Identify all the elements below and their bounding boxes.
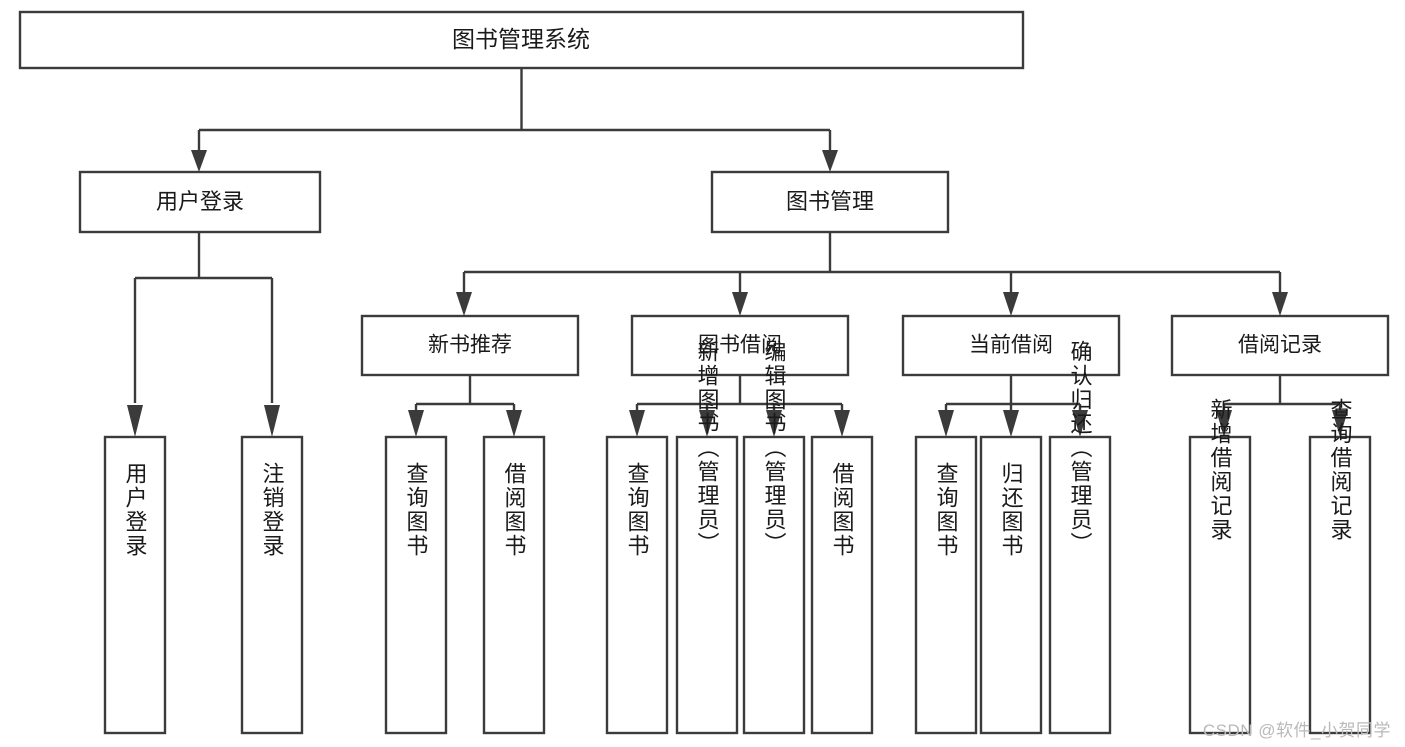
node-book-manage-box[interactable] [710, 170, 950, 234]
node-book-borrow[interactable]: 图书借阅 [630, 314, 850, 377]
leaf-borrow-record-2[interactable]: 查询借阅记录 [1308, 398, 1372, 735]
leaf-book-borrow-1-label: 查询图书 [625, 462, 650, 558]
arrow-to-book-manage [822, 150, 838, 172]
leaf-book-borrow-2-box[interactable] [675, 435, 739, 735]
leaf-book-borrow-3-label: 编辑图书（管理员） [762, 340, 787, 556]
leaf-current-borrow-1-box[interactable] [914, 435, 978, 735]
node-root[interactable]: 图书管理系统 [18, 10, 1025, 70]
node-user-login-label: 用户登录 [156, 189, 244, 214]
node-root-label: 图书管理系统 [452, 26, 590, 52]
node-new-book-recommend[interactable]: 新书推荐 [360, 314, 580, 377]
leaf-new-book-1-box[interactable] [384, 435, 448, 735]
arrow-current-borrow-leaf-1 [938, 410, 954, 437]
leaf-borrow-record-2-box[interactable] [1308, 435, 1372, 735]
arrow-book-borrow-leaf-4 [834, 410, 850, 437]
node-book-manage-label: 图书管理 [786, 189, 874, 214]
arrow-borrow-record-leaf-1 [1216, 410, 1232, 437]
node-user-login-box[interactable] [78, 170, 322, 234]
leaf-book-borrow-3-box[interactable] [742, 435, 806, 735]
leaf-user-login-2-box[interactable] [240, 435, 304, 735]
leaf-new-book-2-box[interactable] [482, 435, 546, 735]
node-root-box[interactable] [18, 10, 1025, 70]
leaf-book-borrow-3[interactable]: 编辑图书（管理员） [742, 340, 806, 735]
leaf-current-borrow-3-box[interactable] [1048, 435, 1112, 735]
arrow-user-login-leaf-2 [264, 405, 280, 437]
node-borrow-record[interactable]: 借阅记录 [1170, 314, 1390, 377]
leaf-new-book-1-label: 查询图书 [404, 462, 429, 558]
node-user-login[interactable]: 用户登录 [78, 170, 322, 234]
leaf-current-borrow-2-box[interactable] [979, 435, 1043, 735]
leaf-current-borrow-1-label: 查询图书 [934, 462, 959, 558]
arrow-borrow-record-leaf-2 [1332, 410, 1348, 437]
leaf-current-borrow-2-label: 归还图书 [999, 462, 1024, 558]
leaf-borrow-record-1-box[interactable] [1188, 435, 1252, 735]
leaf-current-borrow-1[interactable]: 查询图书 [914, 435, 978, 735]
leaf-book-borrow-2[interactable]: 新增图书（管理员） [675, 340, 739, 735]
node-current-borrow-box[interactable] [901, 314, 1121, 377]
leaf-new-book-1[interactable]: 查询图书 [384, 435, 448, 735]
node-current-borrow[interactable]: 当前借阅 [901, 314, 1121, 377]
arrow-to-book-borrow [732, 292, 748, 316]
arrow-to-current-borrow [1003, 292, 1019, 316]
node-book-borrow-label: 图书借阅 [698, 334, 782, 357]
arrow-book-borrow-leaf-1 [629, 410, 645, 437]
arrow-to-borrow-record [1272, 292, 1288, 316]
leaf-current-borrow-3[interactable]: 确认归还（管理员） [1048, 340, 1112, 735]
leaf-book-borrow-4-label: 借阅图书 [830, 462, 855, 558]
node-borrow-record-box[interactable] [1170, 314, 1390, 377]
node-book-borrow-box[interactable] [630, 314, 850, 377]
node-current-borrow-label: 当前借阅 [969, 334, 1053, 357]
leaf-user-login-1-box[interactable] [103, 435, 167, 735]
arrow-book-borrow-leaf-2 [699, 410, 715, 437]
leaf-book-borrow-1-box[interactable] [605, 435, 669, 735]
leaf-user-login-1[interactable]: 用户登录 [103, 435, 167, 735]
leaf-user-login-1-label: 用户登录 [123, 462, 148, 558]
leaf-book-borrow-2-label: 新增图书（管理员） [695, 340, 720, 556]
leaf-borrow-record-1[interactable]: 新增借阅记录 [1188, 398, 1252, 735]
leaf-book-borrow-4[interactable]: 借阅图书 [810, 435, 874, 735]
leaf-new-book-2-label: 借阅图书 [502, 462, 527, 558]
arrow-user-login-leaf-1 [127, 405, 143, 437]
node-new-book-recommend-box[interactable] [360, 314, 580, 377]
node-new-book-recommend-label: 新书推荐 [428, 334, 512, 357]
connectors-group [127, 68, 1348, 437]
leaf-user-login-2[interactable]: 注销登录 [240, 435, 304, 735]
node-book-manage[interactable]: 图书管理 [710, 170, 950, 234]
arrow-book-borrow-leaf-3 [766, 410, 782, 437]
arrow-new-book-leaf-1 [408, 410, 424, 437]
leaf-borrow-record-2-label: 查询借阅记录 [1328, 398, 1353, 542]
node-borrow-record-label: 借阅记录 [1238, 334, 1322, 357]
leaf-current-borrow-3-label: 确认归还（管理员） [1068, 340, 1093, 556]
leaf-current-borrow-2[interactable]: 归还图书 [979, 435, 1043, 735]
arrow-current-borrow-leaf-3 [1072, 410, 1088, 437]
leaf-new-book-2[interactable]: 借阅图书 [482, 435, 546, 735]
arrow-to-user-login [191, 150, 207, 172]
arrow-to-new-book [456, 292, 472, 316]
leaf-borrow-record-1-label: 新增借阅记录 [1208, 398, 1233, 542]
arrow-new-book-leaf-2 [506, 410, 522, 437]
arrow-current-borrow-leaf-2 [1003, 410, 1019, 437]
leaf-book-borrow-1[interactable]: 查询图书 [605, 435, 669, 735]
leaf-book-borrow-4-box[interactable] [810, 435, 874, 735]
leaf-user-login-2-label: 注销登录 [260, 462, 285, 558]
